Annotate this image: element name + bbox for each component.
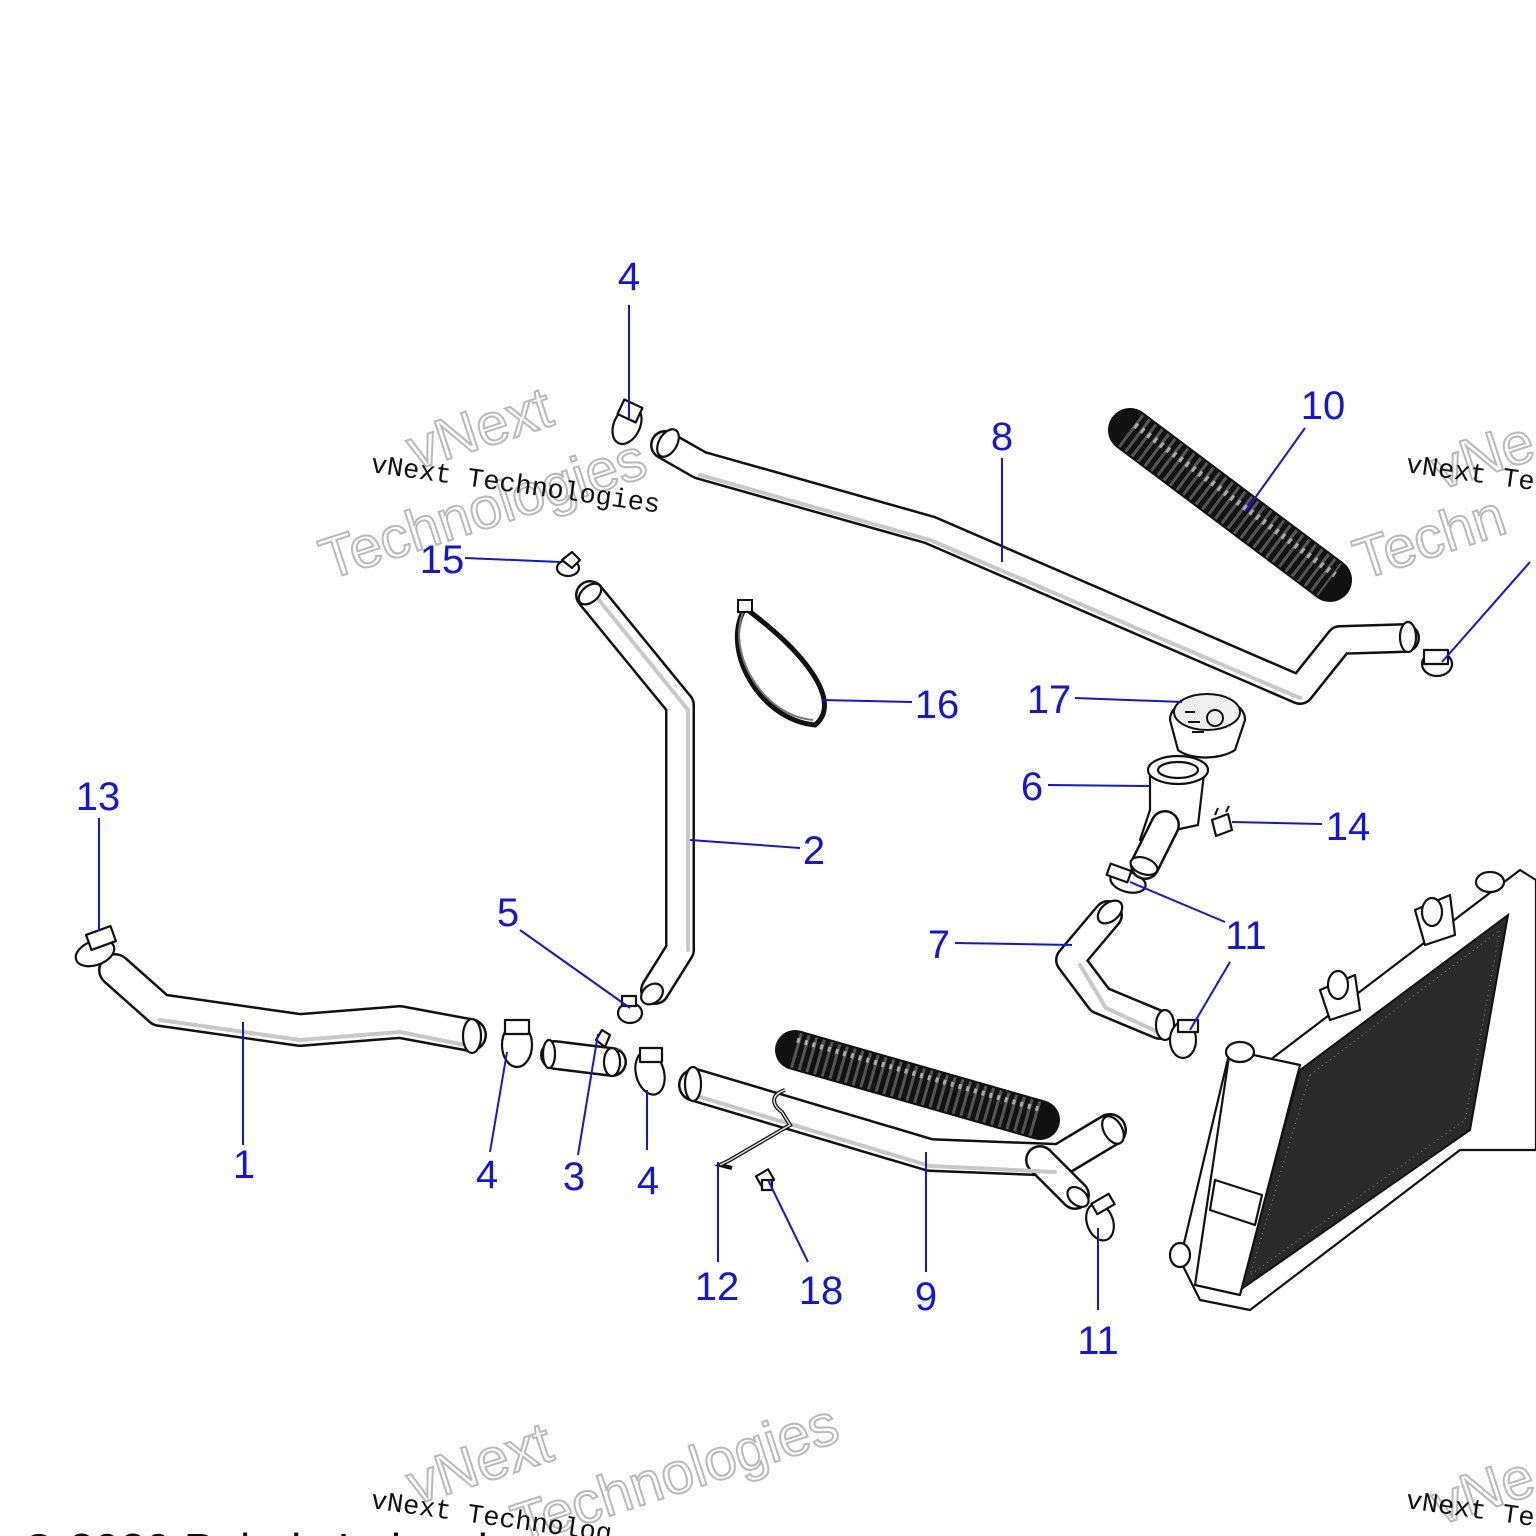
callout-17: 17 <box>1027 678 1072 722</box>
clamp-4-right <box>634 1046 666 1096</box>
strap-16 <box>734 599 827 728</box>
bolt-18 <box>754 1168 776 1192</box>
clamp-13 <box>74 924 118 968</box>
clamp-15 <box>555 550 582 578</box>
watermark-bottom-right: vNe vNext Te <box>1404 1443 1536 1536</box>
clamp-hose-8-right <box>1420 648 1454 678</box>
callout-15: 15 <box>420 538 465 582</box>
bracket-12 <box>714 1088 793 1170</box>
filler-neck-6 <box>1129 754 1210 880</box>
callout-4-top: 4 <box>618 255 640 299</box>
callout-1: 1 <box>233 1143 255 1187</box>
sleeve-lower <box>775 1030 1060 1140</box>
watermark-top-right: vNe Techn vNext Te <box>1345 408 1536 594</box>
radiator-cap-17 <box>1168 693 1247 759</box>
hose-1 <box>98 953 487 1055</box>
clamp-4-left <box>500 1018 534 1069</box>
copyright: © 2020 Polaris Industries <box>22 1524 537 1536</box>
clamp-11-mid <box>1168 1018 1200 1060</box>
hose-7 <box>1055 899 1176 1042</box>
callout-4-left: 4 <box>476 1153 498 1197</box>
callout-9: 9 <box>915 1275 937 1319</box>
callout-18: 18 <box>799 1269 844 1313</box>
callout-8: 8 <box>991 415 1013 459</box>
clamp-5 <box>616 994 644 1025</box>
callout-10: 10 <box>1301 384 1346 428</box>
sleeve-10 <box>1108 408 1352 602</box>
callout-16: 16 <box>915 683 960 727</box>
callout-7: 7 <box>928 923 950 967</box>
watermark-bottom-left: vNext Technologies vNext Technolog <box>369 1390 847 1536</box>
hose-9 <box>678 1065 1127 1210</box>
callout-11-right: 11 <box>1225 914 1267 958</box>
callouts: 1 2 3 4 4 4 5 6 7 8 9 10 11 11 12 13 14 … <box>76 255 1371 1363</box>
callout-6: 6 <box>1021 765 1043 809</box>
hose-2 <box>575 580 695 1006</box>
watermark-top-left: vNext Technologies vNext Technologies <box>311 374 662 594</box>
radiator <box>1168 868 1536 1312</box>
leader-lines <box>98 305 1531 1310</box>
callout-11-bottom: 11 <box>1077 1319 1119 1363</box>
callout-3: 3 <box>563 1155 585 1199</box>
callout-5: 5 <box>497 891 519 935</box>
callout-4-right: 4 <box>637 1159 659 1203</box>
hose-8 <box>650 428 1420 705</box>
clamp-11-bottom <box>1085 1192 1116 1242</box>
callout-13: 13 <box>76 775 121 819</box>
callout-14: 14 <box>1326 805 1371 849</box>
callout-12: 12 <box>695 1265 740 1309</box>
connector-3 <box>540 1028 627 1078</box>
watermark-big-cut-2: Techn <box>1346 483 1513 593</box>
callout-2: 2 <box>803 829 825 873</box>
clip-14 <box>1210 805 1234 838</box>
